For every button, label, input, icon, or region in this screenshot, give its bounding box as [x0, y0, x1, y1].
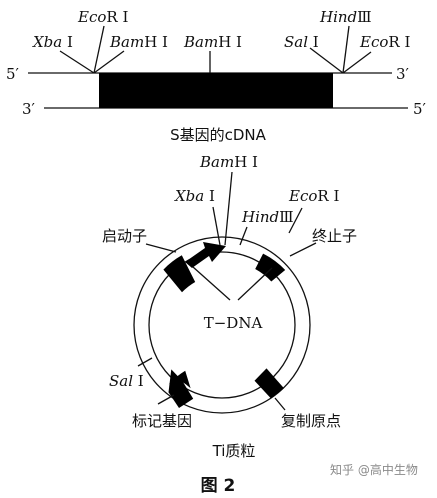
hindiii-plasmid-label: HindⅢ: [241, 208, 294, 226]
ecori-right-label: EcoR Ⅰ: [359, 33, 410, 51]
watermark: 知乎 @高中生物: [330, 462, 418, 477]
marker-gene-segment: [168, 369, 194, 408]
marker-gene-pointer: [157, 394, 175, 405]
sali-label: Sal Ⅰ: [284, 33, 319, 51]
plasmid-caption: Ti质粒: [212, 442, 256, 460]
xbai-plasmid-label: Xba Ⅰ: [174, 187, 215, 205]
tdna-center-label: T−DNA: [204, 314, 263, 332]
sali-plasmid-label: Sal Ⅰ: [109, 372, 144, 390]
ti-plasmid-diagram: BamH Ⅰ Xba Ⅰ EcoR Ⅰ HindⅢ Sal Ⅰ 启动子 终止子 …: [102, 153, 357, 460]
terminator-label: 终止子: [312, 227, 357, 245]
top-strand-5prime-label: 5′: [6, 65, 20, 83]
ecori-left-pointer: [93, 25, 105, 74]
s-gene-block: [99, 73, 333, 108]
promoter-label: 启动子: [102, 227, 147, 245]
origin-pointer: [274, 397, 286, 411]
tdna-left-border: [192, 266, 231, 301]
origin-segment: [254, 368, 284, 399]
top-strand-3prime-label: 3′: [396, 65, 410, 83]
ecori-left-label: EcoR Ⅰ: [77, 8, 128, 26]
hindiii-plasmid-pointer: [239, 226, 248, 246]
xbai-left-label: Xba Ⅰ: [32, 33, 73, 51]
terminator-pointer: [289, 242, 317, 257]
bamhi-left-pointer: [93, 50, 125, 74]
bottom-strand-5prime-label: 5′: [413, 100, 427, 118]
bamhi-plasmid-pointer: [224, 171, 233, 246]
hindiii-label: HindⅢ: [319, 8, 372, 26]
sali-right-pointer: [309, 47, 344, 74]
bamhi-left-label: BamH Ⅰ: [109, 33, 168, 51]
promoter-segment: [163, 255, 196, 293]
plasmid-inner-ring: [148, 251, 296, 399]
promoter-pointer: [145, 243, 177, 253]
ecori-plasmid-label: EcoR Ⅰ: [288, 187, 339, 205]
xbai-left-pointer: [59, 50, 95, 74]
tdna-right-border: [237, 267, 273, 301]
cdna-diagram: 5′ 3′ 3′ 5′ EcoR Ⅰ Xba Ⅰ BamH Ⅰ BamH Ⅰ S…: [6, 8, 427, 144]
origin-label: 复制原点: [281, 412, 341, 430]
promoter-arrow: [185, 242, 226, 268]
bamhi-mid-label: BamH Ⅰ: [183, 33, 242, 51]
hindiii-right-pointer: [342, 25, 350, 74]
marker-gene-label: 标记基因: [132, 412, 192, 430]
cdna-caption: S基因的cDNA: [170, 126, 267, 144]
terminator-segment: [255, 253, 286, 282]
plasmid-outer-ring: [133, 236, 311, 414]
xbai-plasmid-pointer: [212, 206, 221, 246]
ecori-plasmid-pointer: [288, 207, 303, 234]
bamhi-plasmid-label: BamH Ⅰ: [199, 153, 258, 171]
bottom-strand-3prime-label: 3′: [22, 100, 36, 118]
figure-title: 图 2: [201, 476, 236, 496]
ecori-right-pointer: [342, 51, 372, 74]
sali-plasmid-pointer: [137, 357, 153, 367]
